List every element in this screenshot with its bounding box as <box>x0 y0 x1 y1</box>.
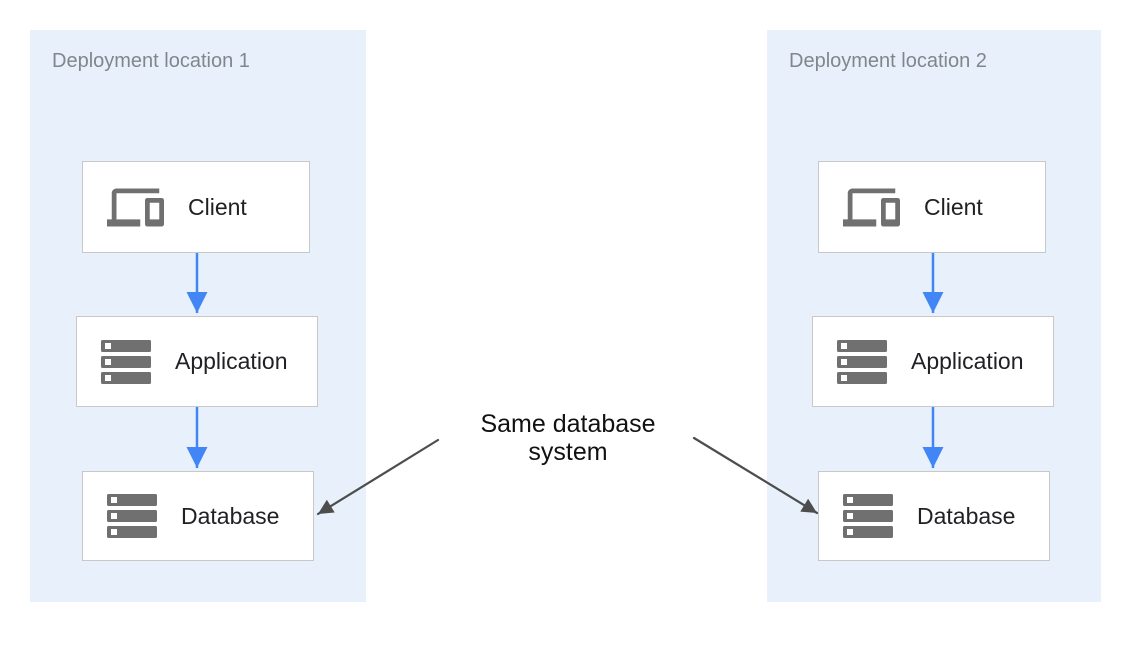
node-application-1: Application <box>76 316 318 407</box>
node-application-2: Application <box>812 316 1054 407</box>
node-label: Client <box>188 193 247 220</box>
node-label: Database <box>181 502 280 529</box>
panel-title: Deployment location 1 <box>52 50 250 72</box>
node-database-1: Database <box>82 471 314 561</box>
node-client-2: Client <box>818 161 1046 253</box>
server-stack-icon <box>837 339 887 384</box>
server-stack-icon <box>107 494 157 538</box>
devices-icon <box>107 188 164 226</box>
node-database-2: Database <box>818 471 1050 561</box>
node-label: Application <box>911 348 1024 374</box>
server-stack-icon <box>101 339 151 384</box>
panel-title: Deployment location 2 <box>789 50 987 72</box>
server-stack-icon <box>843 494 893 538</box>
node-label: Application <box>175 348 288 374</box>
annotation-label: Same database system <box>480 410 656 466</box>
node-client-1: Client <box>82 161 310 253</box>
node-label: Database <box>917 502 1016 529</box>
node-label: Client <box>924 193 983 220</box>
devices-icon <box>843 188 900 226</box>
